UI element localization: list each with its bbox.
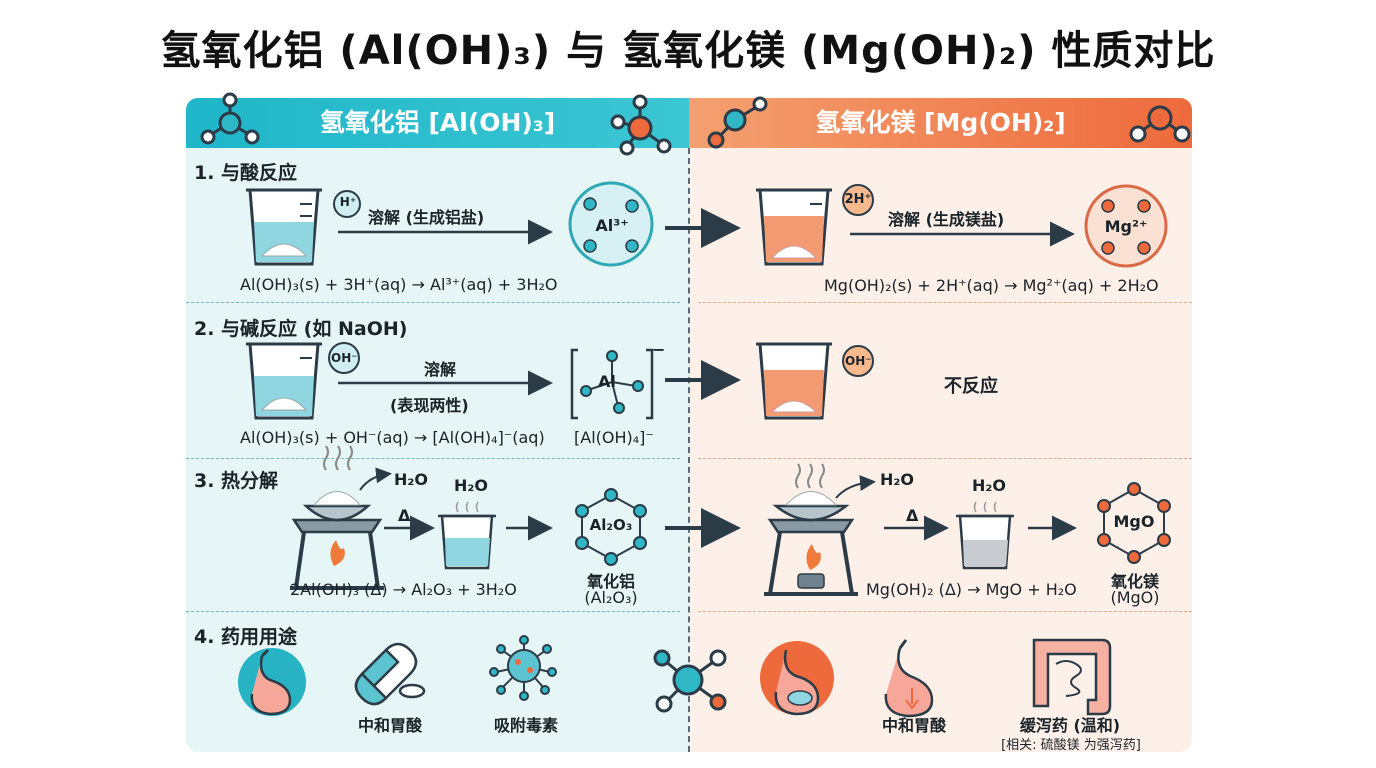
section-base-title: 2. 与碱反应 (如 NaOH) [194, 318, 408, 340]
section-separator [698, 458, 1192, 459]
oxide-formula: MgO [1113, 512, 1155, 531]
arrow-sublabel: (表现两性) [390, 396, 469, 415]
stomach-icon [238, 648, 306, 716]
reagent-bubble [842, 345, 874, 377]
complex-charge: − [652, 340, 666, 359]
vapor-label: H₂O [394, 470, 428, 489]
aluminum-header-bar: 氢氧化铝 [Al(OH)₃] [186, 98, 689, 148]
related-note: [相关: 硫酸镁 为强泻药] [1001, 738, 1141, 753]
section-acid-title: 1. 与酸反应 [194, 162, 298, 184]
complex-ion-icon [570, 348, 654, 420]
arrow-right-icon [835, 475, 876, 499]
page-title: 氢氧化铝 (Al(OH)₃) 与 氢氧化镁 (Mg(OH)₂) 性质对比 [160, 28, 1216, 74]
beaker-label: H₂O [454, 476, 488, 495]
equation-text: Mg(OH)₂(s) + 2H⁺(aq) → Mg²⁺(aq) + 2H₂O [824, 276, 1159, 295]
arrow-label: 溶解 (生成铝盐) [368, 208, 485, 227]
product-ion-label: Mg²⁺ [1104, 217, 1148, 236]
equation-text: Al(OH)₃(s) + 3H⁺(aq) → Al³⁺(aq) + 3H₂O [240, 275, 558, 294]
product-ion-label: Al³⁺ [595, 216, 629, 235]
no-reaction-label: 不反应 [944, 376, 998, 397]
reagent-label: H⁺ [339, 195, 357, 209]
stomach-icon [884, 639, 934, 718]
molecule-icon [610, 94, 672, 156]
steam-icon [795, 463, 825, 489]
beaker-label: H₂O [972, 476, 1006, 495]
reagent-bubble [842, 184, 874, 216]
oxide-name: 氧化铝 [586, 572, 635, 591]
arrow-label: 溶解 (生成镁盐) [888, 210, 1005, 229]
equation-text: 2Al(OH)₃ (Δ) → Al₂O₃ + 3H₂O [290, 580, 517, 599]
steam-icon [973, 501, 997, 513]
equation-text: Mg(OH)₂ (Δ) → MgO + H₂O [866, 580, 1077, 599]
vapor-label: H₂O [880, 470, 914, 489]
complex-center-label: Al [598, 372, 616, 391]
reagent-bubble [328, 342, 360, 374]
arrow-label: 溶解 [424, 360, 457, 379]
flame-icon [806, 544, 821, 570]
section-separator [186, 611, 680, 612]
lattice-icon [575, 488, 647, 566]
section-medical-title: 4. 药用用途 [194, 626, 298, 648]
reagent-label: 2H⁺ [844, 192, 872, 207]
reagent-bubble [333, 190, 361, 218]
beaker-icon [756, 342, 832, 420]
oxide-formula: Al₂O₃ [589, 516, 633, 534]
virus-icon [489, 635, 557, 701]
molecule-icon [707, 96, 768, 149]
section-separator [186, 302, 680, 303]
steam-icon [323, 445, 353, 471]
arrow-right-icon [359, 467, 392, 491]
oxide-name: 氧化镁 [1110, 572, 1159, 591]
reagent-label: OH⁻ [331, 351, 358, 365]
beaker-icon [756, 188, 832, 266]
stomach-icon [760, 641, 834, 716]
magnesium-header-bar: 氢氧化镁 [Mg(OH)₂] [689, 98, 1192, 148]
equation-text: Al(OH)₃(s) + OH⁻(aq) → [Al(OH)₄]⁻(aq) [240, 428, 545, 447]
ion-circle [568, 181, 654, 267]
use-label: 中和胃酸 [357, 716, 422, 735]
complex-formula: [Al(OH)₄]⁻ [574, 428, 654, 447]
delta-label: Δ [906, 506, 919, 525]
section-separator [698, 302, 1192, 303]
use-label: 缓泻药 (温和) [1019, 716, 1121, 735]
use-label: 吸附毒素 [493, 716, 558, 735]
oxide-name-formula: (MgO) [1110, 588, 1160, 607]
molecule-icon [653, 649, 727, 713]
use-label: 中和胃酸 [881, 716, 946, 735]
molecule-icon [1129, 105, 1191, 143]
beaker-icon [246, 342, 322, 420]
beaker-icon [438, 514, 496, 570]
panel-divider [688, 148, 690, 752]
magnesium-header-title: 氢氧化镁 [Mg(OH)₂] [815, 108, 1066, 137]
steam-icon [455, 501, 479, 513]
reagent-label: OH⁻ [845, 354, 872, 368]
ion-circle [1084, 184, 1168, 268]
section-heat-title: 3. 热分解 [194, 470, 279, 492]
flame-icon [330, 540, 345, 566]
burner-icon [764, 491, 858, 596]
intestine-icon [1032, 638, 1112, 716]
oxide-name-formula: (Al₂O₃) [584, 588, 638, 607]
beaker-icon [246, 188, 322, 266]
molecule-icon [200, 92, 260, 145]
section-separator [698, 611, 1192, 612]
section-separator [186, 458, 680, 459]
delta-label: Δ [398, 506, 411, 525]
burner-icon [290, 491, 384, 590]
aluminum-header-title: 氢氧化铝 [Al(OH)₃] [319, 108, 556, 137]
beaker-icon [956, 514, 1014, 570]
capsule-icon [354, 642, 426, 706]
lattice-icon [1097, 482, 1171, 564]
